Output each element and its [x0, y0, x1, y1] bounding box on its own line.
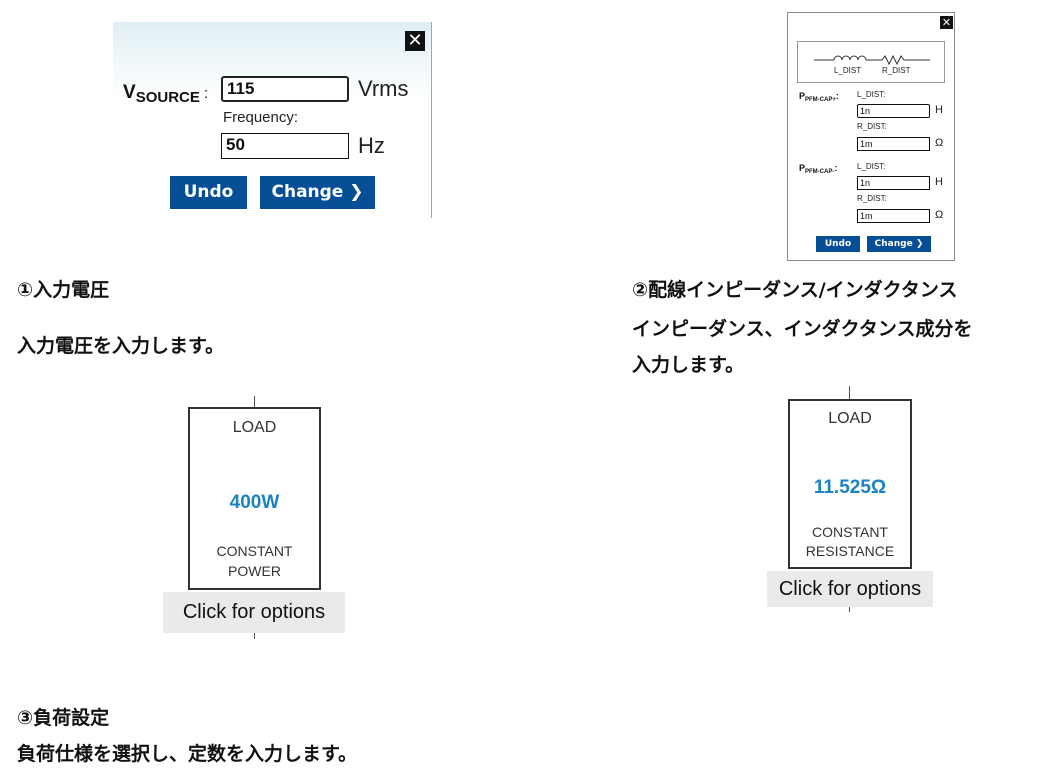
load-block-constant-power: LOAD 400W CONSTANT POWER — [188, 407, 321, 590]
caption-impedance-desc-line2: 入力します。 — [632, 354, 745, 376]
load-value: 400W — [229, 492, 280, 513]
frequency-label: Frequency: — [223, 109, 299, 126]
voltage-unit: Vrms — [358, 76, 409, 101]
load-block-constant-resistance: LOAD 11.525Ω CONSTANT RESISTANCE — [788, 399, 912, 569]
ldist-rdist-schematic: L_DIST R_DIST — [797, 41, 945, 83]
caption-impedance-title: ②配線インピーダンス/インダクタンス — [632, 279, 958, 301]
click-for-options-button[interactable]: Click for options — [163, 592, 345, 633]
load-title: LOAD — [232, 419, 277, 436]
change-button[interactable]: Change ❯ — [867, 236, 931, 252]
impedance-dialog: ✕ L_DIST R_DIST PPFM-CAP+: L_DIST: 1n H … — [787, 12, 955, 261]
ldist-label: L_DIST: — [857, 90, 886, 99]
load-wire-bottom — [849, 607, 850, 612]
load-mode-line2: RESISTANCE — [805, 543, 895, 559]
undo-button[interactable]: Undo — [816, 236, 860, 252]
voltage-input[interactable]: 115 — [221, 76, 349, 102]
caption-input-voltage-desc: 入力電圧を入力します。 — [17, 335, 225, 357]
ldist-plus-unit: H — [935, 104, 943, 116]
load-value: 11.525Ω — [813, 477, 887, 498]
load-mode-line2: POWER — [228, 563, 281, 579]
undo-button[interactable]: Undo — [170, 176, 247, 209]
ldist-label: L_DIST: — [857, 162, 886, 171]
rdist-plus-unit: Ω — [935, 137, 944, 149]
inductor-resistor-symbol — [814, 54, 930, 66]
rdist-minus-input[interactable]: 1m — [857, 209, 930, 223]
rdist-label: R_DIST: — [857, 122, 887, 131]
rdist-label: R_DIST: — [857, 194, 887, 203]
load-title: LOAD — [828, 410, 872, 427]
frequency-input[interactable]: 50 — [221, 133, 349, 159]
ldist-minus-input[interactable]: 1n — [857, 176, 930, 190]
pfm-cap-plus-label: PPFM-CAP+: — [799, 91, 839, 103]
load-wire-top — [254, 396, 255, 408]
close-icon[interactable]: ✕ — [405, 31, 425, 51]
rdist-minus-unit: Ω — [935, 209, 944, 221]
load-mode-line1: CONSTANT — [216, 543, 293, 559]
load-wire-bottom — [254, 633, 255, 639]
vsource-label: VSOURCE: — [123, 82, 209, 106]
caption-load-title: ③負荷設定 — [17, 707, 110, 729]
caption-load-desc: 負荷仕様を選択し、定数を入力します。 — [17, 743, 358, 765]
ldist-plus-input[interactable]: 1n — [857, 104, 930, 118]
click-for-options-button[interactable]: Click for options — [767, 571, 933, 607]
schematic-ldist-label: L_DIST — [834, 66, 862, 75]
pfm-cap-minus-label: PPFM-CAP-: — [799, 163, 838, 175]
load-wire-top — [849, 386, 850, 400]
load-mode-line1: CONSTANT — [812, 524, 888, 540]
frequency-unit: Hz — [358, 133, 385, 158]
close-icon[interactable]: ✕ — [940, 16, 953, 29]
schematic-rdist-label: R_DIST — [882, 66, 911, 75]
caption-impedance-desc-line1: インピーダンス、インダクタンス成分を — [632, 318, 973, 340]
rdist-plus-input[interactable]: 1m — [857, 137, 930, 151]
change-button[interactable]: Change ❯ — [260, 176, 375, 209]
caption-input-voltage-title: ①入力電圧 — [17, 279, 110, 301]
source-voltage-dialog: ✕ VSOURCE: 115 Vrms Frequency: 50 Hz Und… — [113, 22, 432, 218]
ldist-minus-unit: H — [935, 176, 943, 188]
